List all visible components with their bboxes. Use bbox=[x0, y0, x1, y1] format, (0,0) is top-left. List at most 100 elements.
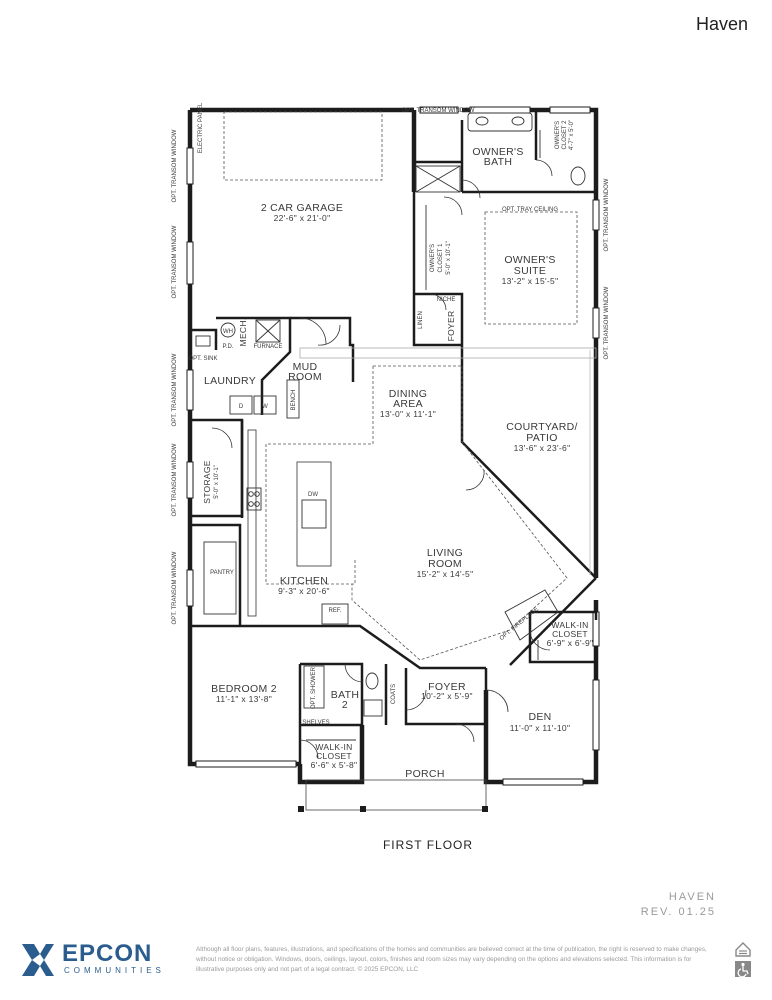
tray-ceiling-label: OPT. TRAY CEILING bbox=[502, 207, 558, 213]
opt-transom-6-label: OPT. TRANSOM WINDOW bbox=[604, 178, 610, 251]
epcon-logo: EPCON COMMUNITIES bbox=[18, 940, 178, 980]
kitchen-dim: 9'-3" x 20'-6" bbox=[278, 586, 330, 596]
porch-columns bbox=[298, 806, 488, 812]
coats-label: COATS bbox=[391, 684, 397, 704]
shower-icon bbox=[415, 165, 461, 193]
pantry-label: PANTRY bbox=[210, 570, 234, 576]
door-swings bbox=[211, 159, 553, 759]
bath2-toilet-icon bbox=[365, 672, 379, 690]
owners-bath-label: OWNER'S bbox=[472, 146, 523, 158]
owners-closet2-label: OWNER'S bbox=[555, 121, 561, 149]
kitchen-label: KITCHEN bbox=[280, 575, 328, 587]
opt-transom-2-label: OPT. TRANSOM WINDOW bbox=[172, 225, 178, 298]
ref-label: REF. bbox=[328, 608, 341, 614]
bench-label: BENCH bbox=[291, 389, 297, 410]
garage-label: 2 CAR GARAGE bbox=[261, 202, 343, 214]
walkin-den-label-2: CLOSET bbox=[552, 629, 588, 639]
revision-block: HAVEN REV. 01.25 bbox=[641, 890, 716, 920]
living-label-2: ROOM bbox=[428, 558, 462, 570]
bath2-label: BATH bbox=[331, 689, 359, 701]
vanity-icon bbox=[467, 112, 533, 132]
opt-shower-label: OPT. SHOWER bbox=[311, 666, 317, 709]
living-dim: 15'-2" x 14'-5" bbox=[417, 569, 474, 579]
water-heater-icon bbox=[220, 322, 236, 338]
bath2-label-2: 2 bbox=[342, 699, 348, 711]
dining-label: DINING bbox=[389, 388, 428, 400]
bedroom2-dim: 11'-1" x 13'-8" bbox=[216, 694, 272, 704]
owners-suite-dim: 13'-2" x 15'-5" bbox=[502, 276, 559, 286]
courtyard-dim: 13'-6" x 23'-6" bbox=[514, 443, 571, 453]
window-marks bbox=[186, 106, 600, 786]
living-label: LIVING bbox=[427, 547, 463, 559]
shelves-label: SHELVES bbox=[302, 720, 329, 726]
bath2-shower-icon bbox=[303, 665, 325, 709]
mudroom-label: MUD bbox=[293, 361, 318, 373]
wh-label: WH bbox=[223, 329, 233, 335]
mudroom-label-2: ROOM bbox=[288, 371, 322, 383]
den-label: DEN bbox=[528, 711, 551, 723]
pd-label: P.D. bbox=[223, 344, 234, 350]
walkin-bed-label: WALK-IN bbox=[315, 742, 352, 752]
opt-transom-7-label: OPT. TRANSOM WINDOW bbox=[604, 286, 610, 359]
sink-icon bbox=[195, 335, 211, 347]
bedroom2-label: BEDROOM 2 bbox=[211, 683, 277, 695]
furnace-icon bbox=[255, 319, 281, 343]
owners-suite-label-2: SUITE bbox=[514, 265, 546, 277]
laundry-label: LAUNDRY bbox=[204, 375, 256, 387]
walkin-den-dim: 6'-9" x 6'-9" bbox=[547, 638, 594, 648]
disclaimer: Although all floor plans, features, illu… bbox=[196, 946, 707, 973]
mech-label: MECH. bbox=[238, 318, 248, 347]
den-dim: 11'-0" x 11'-10" bbox=[510, 723, 571, 733]
owners-suite-label: OWNER'S bbox=[504, 254, 555, 266]
dw-label: DW bbox=[308, 492, 318, 498]
equal-housing-icon bbox=[734, 940, 752, 978]
room-labels: 2 CAR GARAGE 22'-6" x 21'-0" OWNER'S BAT… bbox=[202, 120, 593, 780]
foyer-label: FOYER bbox=[428, 681, 466, 693]
electric-panel-label: ELECTRIC PANEL bbox=[198, 102, 204, 153]
brand-name: EPCON bbox=[62, 940, 153, 967]
opt-transom-4-label: OPT. TRANSOM WINDOW bbox=[172, 443, 178, 516]
walkin-bed-label-2: CLOSET bbox=[316, 751, 352, 761]
garage-dim: 22'-6" x 21'-0" bbox=[274, 213, 331, 223]
owners-closet2-label-2: CLOSET 2 bbox=[562, 120, 568, 150]
bath2-sink-icon bbox=[363, 699, 383, 717]
dryer-label: D bbox=[239, 404, 244, 410]
dining-label-2: AREA bbox=[393, 398, 423, 410]
walkin-den-label: WALK-IN bbox=[551, 620, 588, 630]
brand-sub: COMMUNITIES bbox=[64, 966, 165, 975]
courtyard-label-2: PATIO bbox=[526, 432, 557, 444]
plan-title: Haven bbox=[695, 14, 748, 34]
storage-dim: 5'-0" x 10'-1" bbox=[214, 465, 220, 499]
furnace-label: FURNACE bbox=[253, 344, 282, 350]
toilet-icon bbox=[570, 166, 586, 186]
washer-label: W bbox=[262, 404, 268, 410]
foyer-small-label: FOYER bbox=[446, 311, 456, 342]
epcon-mark-icon bbox=[22, 944, 54, 976]
storage-label: STORAGE bbox=[202, 460, 212, 504]
plan-name: HAVEN bbox=[668, 891, 716, 903]
niche-label: NICHE bbox=[437, 297, 456, 303]
opt-sink-label: OPT. SINK bbox=[188, 356, 217, 362]
porch-label: PORCH bbox=[405, 768, 444, 780]
owners-bath-label-2: BATH bbox=[484, 156, 512, 168]
opt-transom-3-label: OPT. TRANSOM WINDOW bbox=[172, 353, 178, 426]
revision: REV. 01.25 bbox=[640, 906, 716, 918]
fixtures bbox=[195, 112, 586, 741]
floor-label: FIRST FLOOR bbox=[382, 838, 474, 852]
opt-transom-top-label: OPT. TRANSOM WINDOW bbox=[402, 108, 475, 114]
courtyard-label: COURTYARD/ bbox=[506, 421, 577, 433]
thin-lines bbox=[223, 111, 597, 811]
refrigerator-icon bbox=[321, 603, 349, 625]
owners-closet1-label: OWNER'S bbox=[430, 244, 436, 272]
foyer-dim: 10'-2" x 5'-9" bbox=[421, 691, 473, 701]
owners-closet1-label-2: CLOSET 1 bbox=[438, 243, 444, 273]
owners-closet2-dim: 4'-7" x 5'-0" bbox=[569, 120, 575, 150]
linen-label: LINEN bbox=[418, 311, 424, 329]
walkin-bed-dim: 6'-6" x 5'-8" bbox=[311, 760, 358, 770]
dining-dim: 13'-0" x 11'-1" bbox=[380, 409, 436, 419]
opt-transom-5-label: OPT. TRANSOM WINDOW bbox=[172, 551, 178, 624]
opt-transom-1-label: OPT. TRANSOM WINDOW bbox=[172, 129, 178, 202]
kitchen-sink-icon bbox=[301, 499, 327, 529]
fireplace-icon bbox=[504, 589, 559, 641]
